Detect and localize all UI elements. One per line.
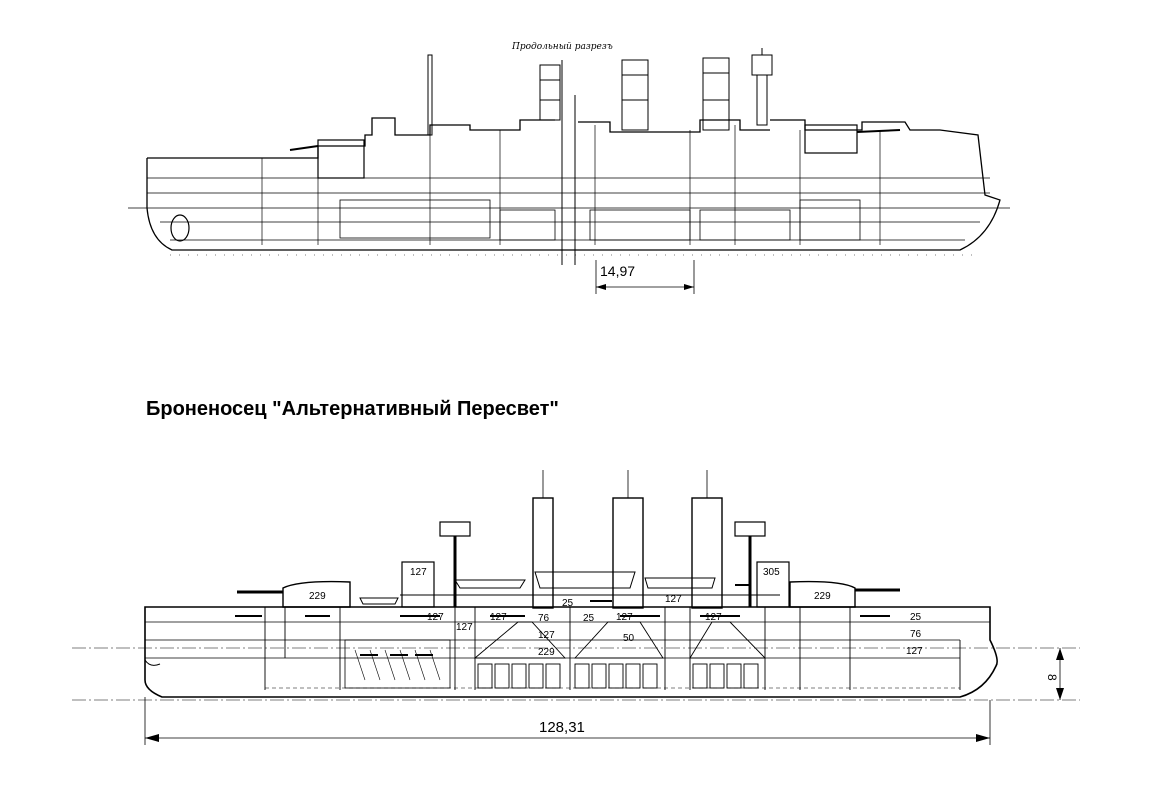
armor-label: 127: [906, 646, 923, 657]
bottom-funnel-3: [691, 497, 723, 609]
top-boiler-room-2: [699, 209, 791, 241]
top-rudder: [170, 214, 190, 242]
armor-label: 25: [583, 613, 595, 624]
bottom-funnel-2: [612, 497, 644, 609]
bottom-casemate-aft: [756, 561, 790, 608]
bottom-profile: [72, 470, 1080, 745]
bottom-casemate-fore: [401, 561, 435, 608]
armor-label: 127: [616, 612, 633, 623]
armor-labels: 229 229 127 305 127 127 127 127 127 127 …: [309, 567, 923, 658]
bottom-fore-mast-top: [439, 521, 471, 537]
armor-label: 25: [910, 612, 922, 623]
armor-label: 25: [562, 598, 574, 609]
handwritten-title: Продольный разрезъ: [511, 42, 613, 52]
drawing-title: Броненосец "Альтернативный Пересвет": [146, 398, 559, 420]
armor-label: 229: [814, 591, 831, 602]
top-hull-outline: [146, 119, 1001, 251]
top-upperworks-aft: [578, 119, 770, 133]
top-funnel-1: [539, 64, 561, 121]
top-upperworks-fore: [147, 117, 555, 159]
armor-label: 127: [538, 630, 555, 641]
armor-label: 127: [410, 567, 427, 578]
armor-label: 127: [665, 594, 682, 605]
top-longitudinal-section: Продольный разрезъ: [128, 42, 1010, 294]
armor-label: 229: [538, 647, 555, 658]
top-main-mast-top: [751, 54, 773, 76]
armor-label: 50: [623, 633, 635, 644]
bottom-secondary-guns: [235, 584, 890, 617]
bottom-turret-aft: [789, 580, 856, 608]
top-dimension-label: 14,97: [600, 263, 635, 279]
armor-label: 127: [456, 622, 473, 633]
armor-label: 229: [309, 591, 326, 602]
top-boiler-room-1: [589, 209, 691, 241]
bottom-turret-fore: [282, 580, 351, 608]
top-funnel-2: [621, 59, 649, 131]
armor-label: 76: [538, 613, 550, 624]
top-engine-room: [339, 199, 491, 239]
top-fore-mast: [427, 54, 433, 136]
armor-label: 127: [427, 612, 444, 623]
draft-label: 8: [1045, 674, 1059, 681]
top-turret-aft: [804, 124, 858, 154]
top-funnel-3: [702, 57, 730, 131]
length-label: 128,31: [539, 719, 585, 736]
bottom-engine-room: [344, 639, 451, 689]
bottom-funnel-1: [532, 497, 554, 609]
armor-label: 127: [490, 612, 507, 623]
bottom-main-mast-top: [734, 521, 766, 537]
armor-label: 76: [910, 629, 922, 640]
armor-label: 127: [705, 612, 722, 623]
armor-label: 305: [763, 567, 780, 578]
bottom-boiler-rooms: [473, 621, 767, 689]
bottom-hull-outline: [144, 606, 998, 698]
